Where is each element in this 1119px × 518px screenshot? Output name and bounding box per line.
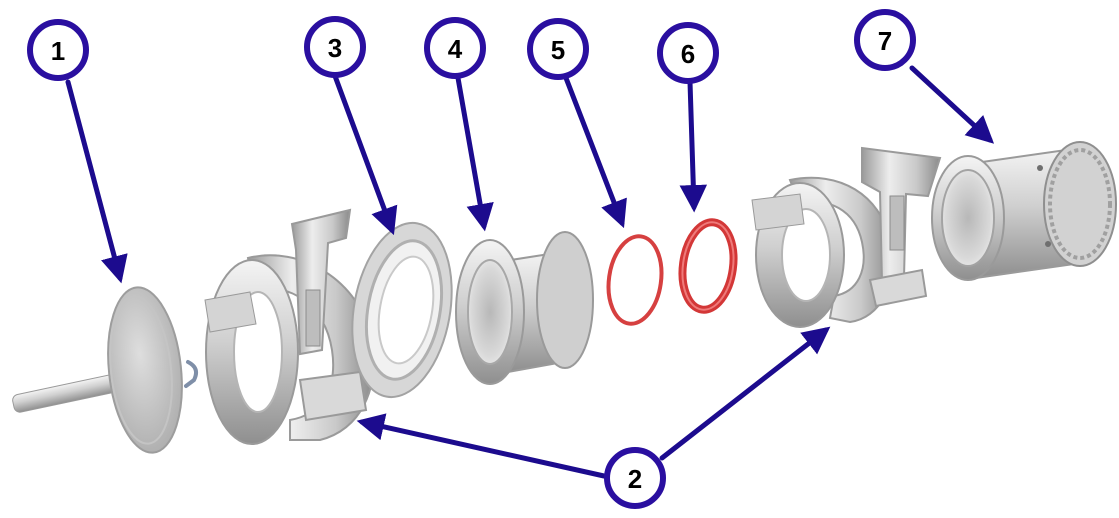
part-4-flange-spool	[455, 231, 594, 385]
callout-arrows	[65, 65, 995, 479]
callout-1-label: 1	[51, 36, 65, 66]
callout-3: 3	[304, 16, 366, 78]
arrow-1	[65, 79, 128, 284]
arrow-2-left	[356, 413, 607, 479]
callout-7: 7	[854, 9, 916, 71]
callout-4: 4	[424, 17, 486, 79]
part-2-clamp-right	[751, 146, 942, 328]
callout-2-label: 2	[628, 464, 642, 494]
callout-7-label: 7	[878, 26, 892, 56]
part-1-disc-probe	[12, 286, 198, 454]
part-5-o-ring-thin	[606, 234, 664, 326]
callout-3-label: 3	[328, 33, 342, 63]
callout-4-label: 4	[448, 34, 463, 64]
arrow-3	[332, 73, 398, 236]
callout-2: 2	[604, 447, 666, 509]
arrow-2-right	[659, 326, 831, 461]
arrow-5	[563, 75, 627, 229]
part-6-o-ring-thick	[678, 218, 738, 314]
arrow-6	[679, 79, 708, 213]
callout-5: 5	[527, 18, 589, 80]
part-3-centering-ring	[351, 221, 453, 399]
callout-6: 6	[657, 22, 719, 84]
part-2-clamp-left	[204, 208, 375, 445]
callout-6-label: 6	[681, 39, 695, 69]
callout-1: 1	[27, 19, 89, 81]
part-7-flange-housing	[931, 141, 1117, 281]
callout-5-label: 5	[551, 35, 565, 65]
arrow-4	[455, 75, 494, 232]
arrow-7	[909, 65, 995, 144]
